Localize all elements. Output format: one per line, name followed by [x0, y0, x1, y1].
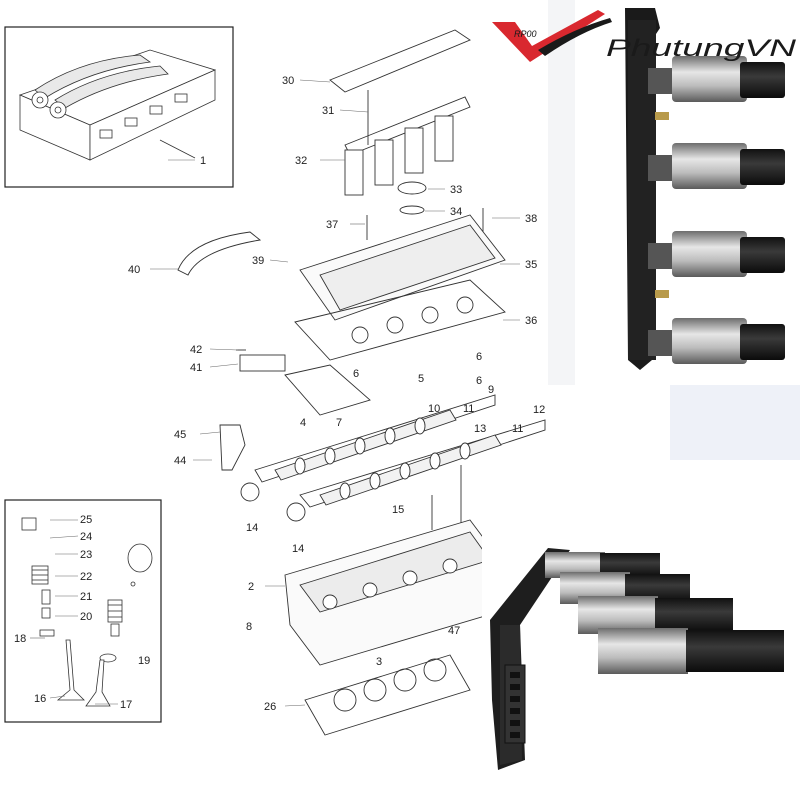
ignition-coil-photo-top	[548, 0, 800, 460]
part-number-25: 25	[80, 514, 92, 526]
cylinder-head-assembly-icon	[18, 49, 217, 161]
coil-tower-2	[648, 143, 785, 189]
logo-badge: RP00	[514, 29, 537, 39]
part-number-44: 44	[174, 455, 186, 467]
part-number-38: 38	[525, 213, 537, 225]
part-number-22: 22	[80, 571, 92, 583]
coil-tower-3	[648, 231, 785, 277]
part-number-19: 19	[138, 655, 150, 667]
coil-tower-1	[648, 56, 785, 102]
head-gasket	[304, 654, 471, 736]
part-number-33: 33	[450, 184, 462, 196]
part-number-42: 42	[190, 344, 202, 356]
valve-cover-gasket	[294, 279, 506, 361]
part-number-3: 3	[376, 656, 382, 668]
part-number-41: 41	[190, 362, 202, 374]
logo-check-swoosh-icon	[492, 10, 605, 62]
coil-boots	[344, 115, 454, 196]
valve-train-parts-icon	[21, 517, 153, 707]
part-number-11a: 11	[463, 403, 474, 415]
part-number-9: 9	[488, 384, 494, 396]
part-number-18: 18	[14, 633, 26, 645]
part-number-15: 15	[392, 504, 404, 516]
coil-tower-c	[578, 596, 733, 634]
part-number-5: 5	[418, 373, 424, 385]
sensor-bracket	[219, 424, 246, 471]
part-number-7: 7	[336, 417, 342, 429]
coil-tower-4	[648, 318, 785, 364]
part-number-14b: 14	[292, 543, 304, 555]
part-number-39: 39	[252, 255, 264, 267]
part-number-47: 47	[448, 625, 460, 637]
part-number-1: 1	[200, 155, 206, 167]
intake-camshaft	[274, 409, 457, 481]
inset-cylinder-head	[4, 26, 234, 188]
engine-cover-plate	[329, 29, 471, 93]
part-number-12: 12	[533, 404, 545, 416]
part-number-20: 20	[80, 611, 92, 623]
part-number-45: 45	[174, 429, 186, 441]
part-number-35: 35	[525, 259, 537, 271]
part-number-24: 24	[80, 531, 92, 543]
cam-phaser-solenoid	[239, 354, 286, 372]
breather-hose	[177, 231, 262, 276]
coil-tower-d	[598, 628, 784, 674]
part-number-36: 36	[525, 315, 537, 327]
part-number-8: 8	[246, 621, 252, 633]
part-number-13: 13	[474, 423, 486, 435]
cam-seal-intake	[240, 482, 260, 502]
leader-lines	[30, 79, 520, 707]
part-number-17: 17	[120, 699, 132, 711]
part-number-10: 10	[428, 403, 440, 415]
cam-bracket	[284, 364, 371, 416]
part-number-labels: 1 2 3 4 5 6 6 6 7 8 9 10 11 11 12 13 14 …	[14, 75, 545, 713]
ignition-coil-photo-bottom	[482, 520, 800, 780]
part-number-23: 23	[80, 549, 92, 561]
part-number-11b: 11	[512, 423, 523, 435]
oil-cap	[397, 181, 427, 195]
part-number-26: 26	[264, 701, 276, 713]
part-number-31: 31	[322, 105, 334, 117]
exploded-view	[177, 29, 546, 736]
exhaust-camshaft	[319, 434, 502, 506]
part-number-37: 37	[326, 219, 338, 231]
part-number-32: 32	[295, 155, 307, 167]
camshaft-frame-intake	[254, 394, 496, 483]
part-number-21: 21	[80, 591, 92, 603]
cam-seal-exhaust	[286, 502, 306, 522]
part-number-16: 16	[34, 693, 46, 705]
oil-cap-seal	[399, 205, 425, 215]
part-number-6b: 6	[476, 351, 482, 363]
part-number-30: 30	[282, 75, 294, 87]
part-number-2: 2	[248, 581, 254, 593]
logo-wordmark: PhutungVN	[606, 35, 797, 62]
part-number-4: 4	[300, 417, 306, 429]
phutungvn-logo: RP00 PhutungVN	[492, 10, 797, 62]
part-number-14a: 14	[246, 522, 258, 534]
inset-valve-train	[4, 499, 162, 723]
part-number-6c: 6	[476, 375, 482, 387]
part-number-6a: 6	[353, 368, 359, 380]
part-number-40: 40	[128, 264, 140, 276]
part-number-34: 34	[450, 206, 462, 218]
